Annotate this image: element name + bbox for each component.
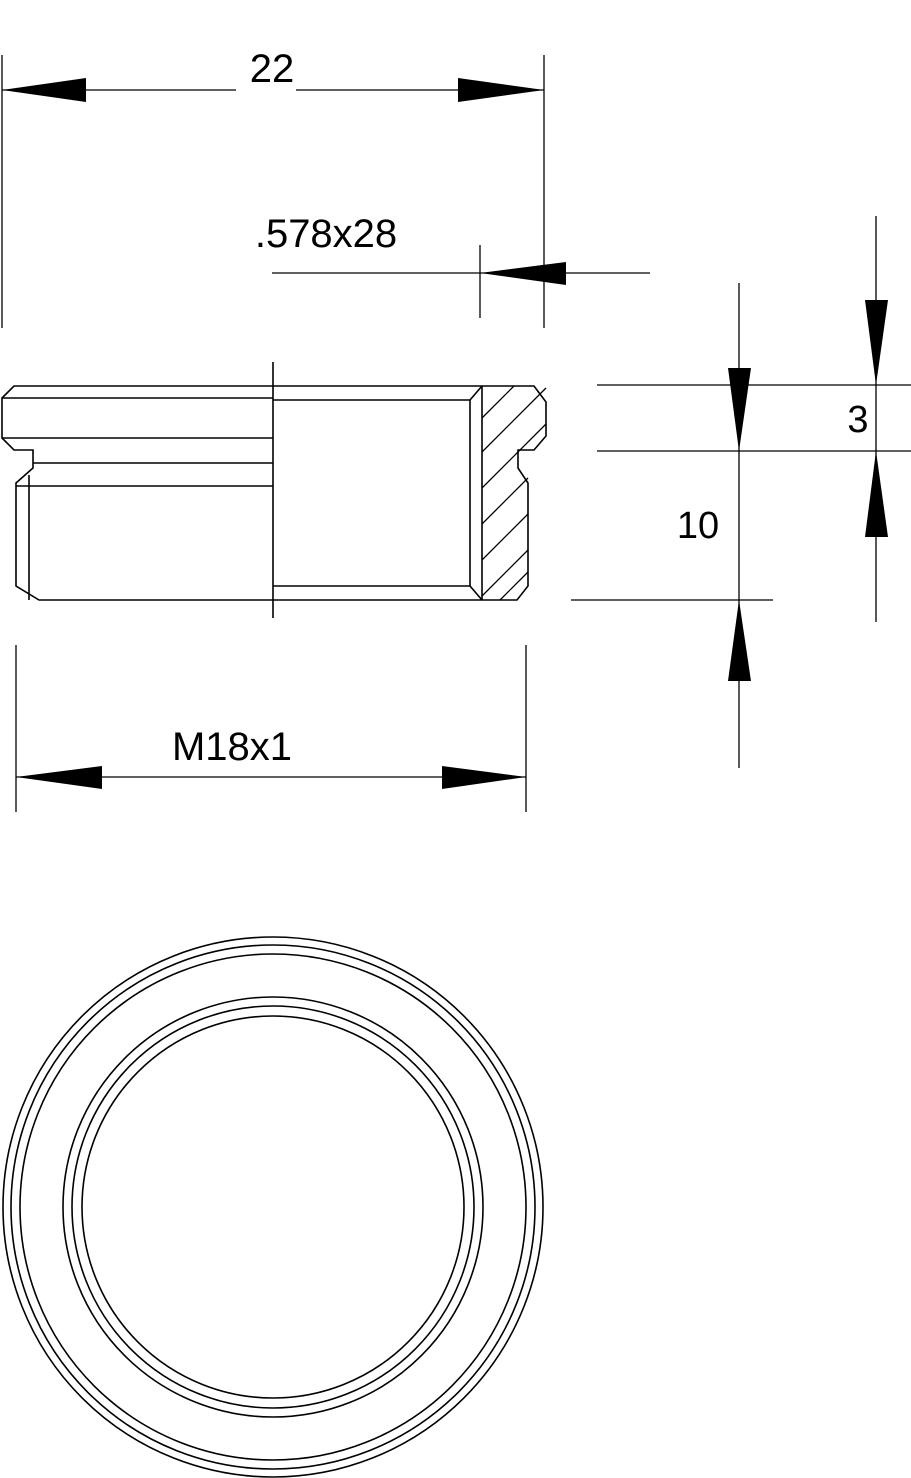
overall-length-label: 22 xyxy=(250,47,295,91)
chamfer-top xyxy=(469,385,483,401)
arrowhead-body-bottom xyxy=(728,600,751,681)
dimension-overall-length: 22 xyxy=(1,47,545,328)
flange-outer-circle xyxy=(2,936,544,1478)
arrowhead-flange-top xyxy=(865,300,888,385)
arrowhead-left xyxy=(2,78,86,102)
bore-inner-circle xyxy=(81,1015,465,1399)
dimension-heights: 10 3 xyxy=(571,216,911,768)
arrowhead-left xyxy=(16,766,102,789)
label-gap xyxy=(236,86,296,94)
chamfer-bottom xyxy=(469,585,483,601)
flange-height-label: 3 xyxy=(847,399,868,441)
bore-outer-circle xyxy=(71,1005,475,1409)
arrowhead-body-top xyxy=(728,368,751,451)
bore-chamfer-circle xyxy=(62,996,484,1418)
arrowhead-right xyxy=(442,766,526,789)
thread-outer-circle xyxy=(19,953,527,1461)
arrowhead-flange-bottom xyxy=(865,451,888,537)
dimension-inner-thread: .578x28 xyxy=(255,212,650,318)
inner-thread-label: .578x28 xyxy=(255,212,397,256)
arrowhead-right xyxy=(458,78,544,102)
body-height-label: 10 xyxy=(677,505,719,547)
plug-side-view xyxy=(1,362,547,618)
arrowhead xyxy=(480,262,566,285)
flange-chamfer-circle xyxy=(10,944,536,1470)
outer-thread-label: M18x1 xyxy=(172,725,292,769)
section-hatching xyxy=(481,385,547,601)
plug-outline xyxy=(1,385,547,601)
dimension-outer-thread: M18x1 xyxy=(15,645,527,812)
plug-end-view xyxy=(2,936,544,1478)
